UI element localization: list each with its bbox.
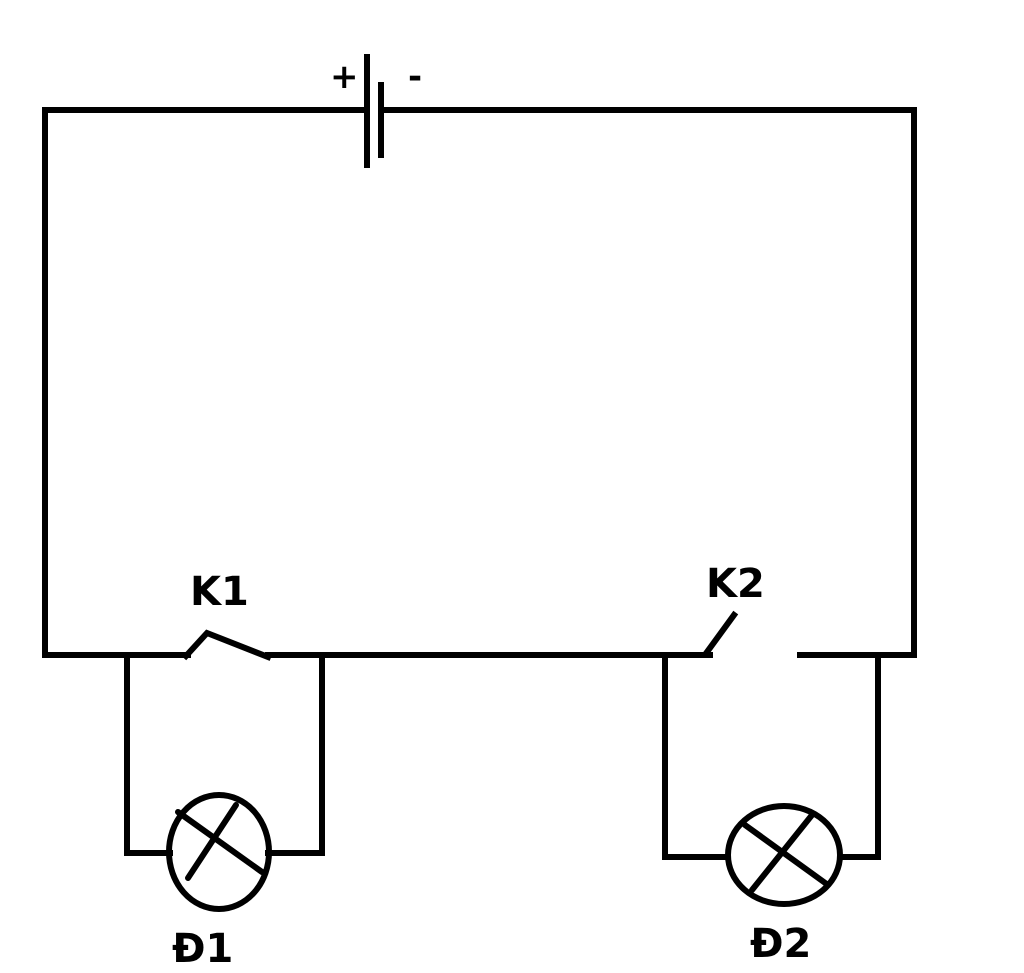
lamp-d1-label: Đ1 bbox=[172, 926, 233, 972]
switch-k2 bbox=[702, 610, 739, 657]
switch-k1 bbox=[181, 629, 272, 661]
switch-k1-blade bbox=[181, 629, 272, 661]
battery-symbol bbox=[364, 54, 384, 168]
lamp-d1-branch-wires bbox=[124, 652, 325, 856]
lamp-d2-bulb bbox=[725, 803, 843, 907]
lamp-d1-bulb bbox=[166, 792, 272, 912]
wire-d2-left bbox=[662, 652, 731, 860]
lamp-d2-cross-b bbox=[742, 822, 831, 888]
battery-plus-label: + bbox=[330, 57, 359, 97]
lamp-d1-cross-a bbox=[185, 802, 239, 881]
lamp-d2-branch-wires bbox=[662, 652, 881, 860]
lamp-d2-label: Đ2 bbox=[750, 921, 811, 967]
switch-k1-label: K1 bbox=[190, 569, 249, 615]
lamp-d1-cross-b bbox=[175, 809, 265, 875]
lamp-d2 bbox=[725, 803, 843, 907]
wire-d1-left bbox=[124, 652, 173, 856]
wire-d2-right bbox=[837, 652, 881, 860]
main-loop-wires bbox=[42, 107, 917, 658]
switch-k2-blade bbox=[702, 610, 739, 657]
battery-minus-label: - bbox=[408, 57, 422, 97]
switch-k2-label: K2 bbox=[706, 561, 765, 607]
wire-d1-right bbox=[265, 652, 325, 856]
lamp-d1 bbox=[166, 792, 272, 912]
